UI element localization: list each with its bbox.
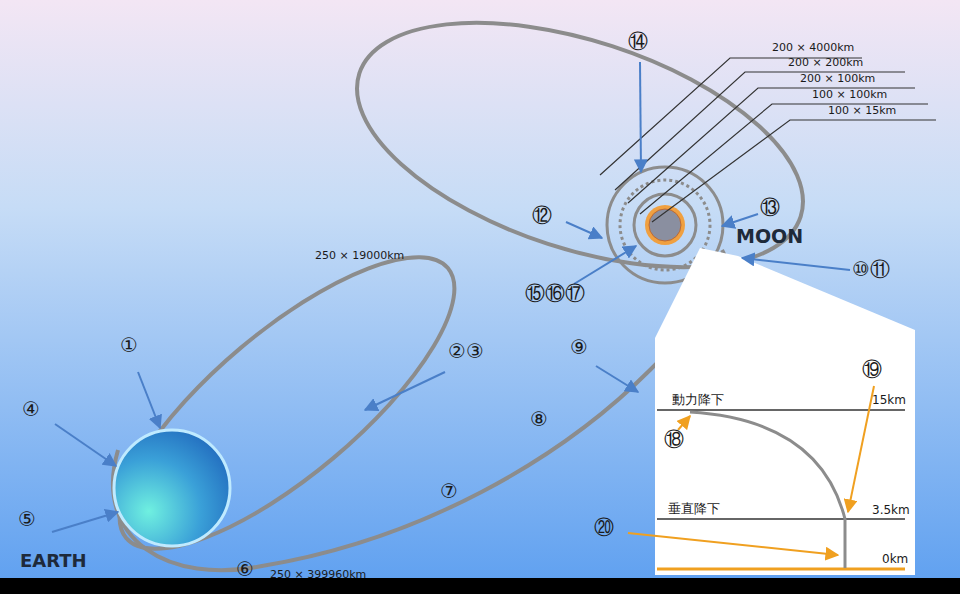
body-name: MOON	[736, 226, 803, 247]
callout-number: ④	[22, 398, 40, 420]
callout-number: ②③	[448, 340, 484, 362]
callout-number: ⑫	[532, 204, 552, 226]
phase-label: 垂直降下	[668, 502, 720, 516]
orbit-label: 200 × 200km	[788, 57, 863, 69]
orbit-label: 100 × 15km	[828, 105, 896, 117]
altitude-label: 15km	[872, 394, 906, 407]
callout-number: ⑮⑯⑰	[525, 282, 585, 304]
callout-number: ⑱	[664, 428, 684, 450]
transfer-trajectory	[113, 250, 726, 570]
orbit-label: 100 × 100km	[812, 89, 887, 101]
callout-number: ⑲	[862, 358, 882, 380]
callout-number: ⑦	[440, 480, 458, 502]
altitude-label: 0km	[882, 553, 908, 566]
callout-number: ①	[120, 334, 138, 356]
callout-number: ⑥	[236, 558, 254, 580]
callout-number: ⑨	[570, 336, 588, 358]
descent-callout-arrows	[628, 386, 874, 555]
phase-label: 動力降下	[672, 393, 724, 407]
orbit-label: 200 × 100km	[800, 73, 875, 85]
callout-number: ⑧	[530, 408, 548, 430]
earth-parking-orbit	[80, 213, 494, 593]
callout-number: ⑬	[760, 196, 780, 218]
orbit-leaders	[600, 58, 936, 222]
altitude-label: 3.5km	[872, 504, 910, 517]
orbit-label: 200 × 4000km	[772, 42, 854, 54]
bottom-bar	[0, 578, 960, 594]
callout-number: ⑤	[18, 508, 36, 530]
lunar-orbit-100x100	[634, 194, 696, 256]
earth	[114, 430, 230, 546]
orbit-label: 250 × 399960km	[270, 569, 366, 581]
orbit-label: 250 × 19000km	[315, 250, 404, 262]
callout-number: ⑭	[628, 30, 648, 52]
lunar-surface	[657, 568, 905, 571]
callout-arrows	[52, 62, 850, 532]
callout-number: ⑩⑪	[852, 258, 890, 280]
descent-inset	[655, 248, 915, 575]
body-name: EARTH	[20, 551, 87, 571]
moon-halo	[645, 205, 685, 245]
vertical-descent-path	[844, 519, 847, 568]
callout-number: ⑳	[594, 516, 614, 538]
altitude-line	[657, 518, 905, 520]
moon	[649, 209, 681, 241]
altitude-line	[657, 409, 905, 411]
